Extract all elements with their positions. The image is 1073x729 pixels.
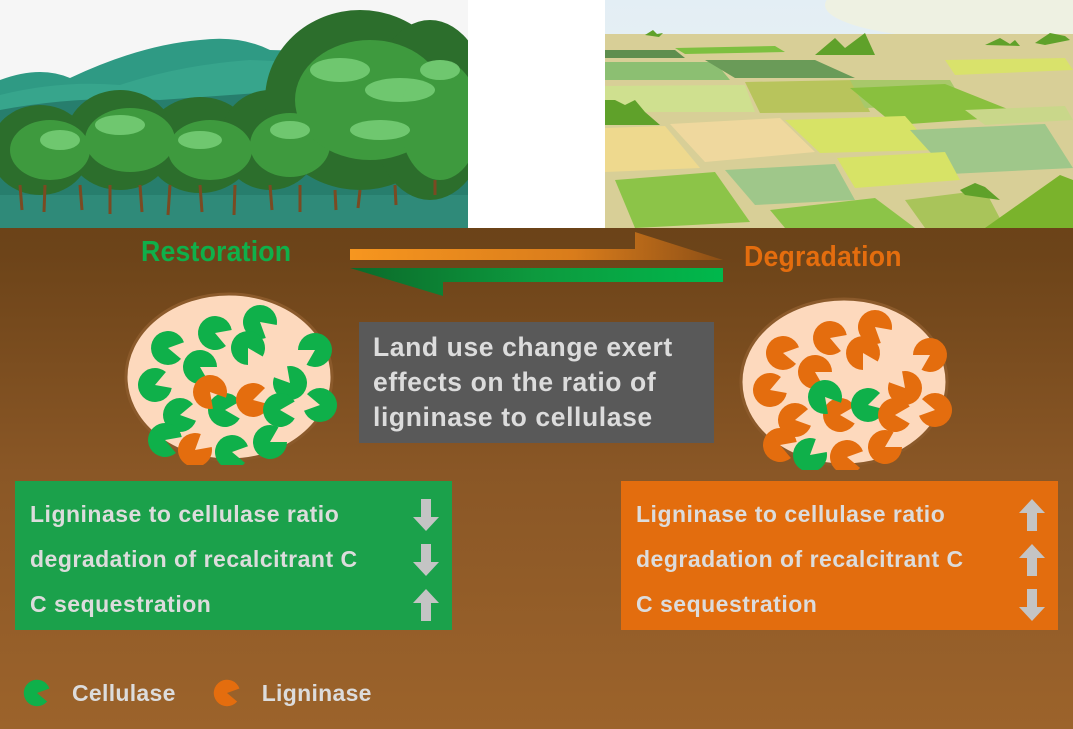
trend-up [1018,498,1046,532]
ligninase-enzyme [192,374,227,409]
cellulase-enzyme [262,393,295,427]
center-text-line: effects on the ratio of [373,367,657,397]
ligninase-enzyme [877,398,910,432]
dish-restoration [124,292,338,465]
cellulase-enzyme [137,367,172,402]
cellulase-enzyme [150,331,184,366]
cellulase-enzyme [807,379,842,414]
arrow-down-icon [413,498,439,531]
dish-degradation [739,297,953,470]
cellulase-enzyme [298,332,332,367]
ligninase-enzyme [888,371,923,406]
effect-row: Ligninase to cellulase ratio [636,492,1046,537]
effect-row: Ligninase to cellulase ratio [30,492,440,537]
cellulase-enzyme [850,388,885,423]
ligninase-enzyme [919,392,953,427]
arrow-to-restoration [350,268,723,296]
effect-row: degradation of recalcitrant C [636,537,1046,582]
legend-label: Ligninase [261,679,372,706]
trend-down [1018,588,1046,622]
cellulase-enzyme [215,435,248,465]
ligninase-enzyme [765,336,799,371]
ligninase-enzyme [178,433,212,465]
legend-item-cellulase: Cellulase [22,676,176,710]
effect-label: degradation of recalcitrant C [30,546,358,572]
cellulase-enzyme [273,366,308,401]
effect-label: Ligninase to cellulase ratio [30,501,340,527]
effect-row: C sequestration [636,582,1046,627]
effect-row: C sequestration [30,582,440,627]
ligninase-enzyme [235,383,270,418]
legend: Cellulase Ligninase [22,676,408,710]
degradation-label: Degradation [744,241,902,273]
ligninase-enzyme [762,428,797,463]
pacman-orange-icon [213,679,240,707]
cellulase-enzyme [253,425,287,460]
ligninase-enzyme [868,430,902,465]
arrow-to-degradation [350,232,723,260]
trend-up [1018,543,1046,577]
farmland-scene [605,0,1073,228]
legend-item-ligninase: Ligninase [212,676,372,710]
ligninase-enzyme [777,402,811,437]
restoration-label: Restoration [141,236,292,268]
arrow-up-icon [413,588,439,621]
center-description-box: Land use change exert effects on the rat… [359,322,714,443]
cellulase-enzyme [162,397,196,432]
cellulase-enzyme [230,331,265,365]
effect-label: C sequestration [636,591,818,617]
cellulase-enzyme [197,316,232,351]
ligninase-enzyme [752,372,787,407]
ligninase-enzyme [812,321,847,356]
ligninase-enzyme [845,336,880,370]
farmland-illustration [605,0,1073,228]
cellulase-enzyme [183,349,217,384]
ligninase-enzyme [822,398,855,432]
cellulase-enzyme [304,387,338,422]
center-text-line: ligninase to cellulase [373,402,653,432]
arrow-down-icon [413,543,439,576]
trend-up [412,588,440,622]
effect-label: degradation of recalcitrant C [636,546,964,572]
transition-arrows [350,232,723,296]
effect-label: C sequestration [30,591,212,617]
arrow-up-icon [1019,543,1045,576]
forest-scene [0,0,468,228]
ligninase-enzyme [857,309,892,344]
trend-down [412,498,440,532]
trend-down [412,543,440,577]
center-text-line: Land use change exert [373,332,673,362]
cellulase-enzyme [242,304,277,339]
ligninase-enzyme [798,354,832,389]
cellulase-enzyme [207,393,240,427]
pacman-green-icon [23,679,50,707]
cellulase-enzyme [147,423,182,458]
ligninase-enzyme [913,337,947,372]
effect-row: degradation of recalcitrant C [30,537,440,582]
effect-label: Ligninase to cellulase ratio [636,501,946,527]
arrow-down-icon [1019,588,1045,621]
ligninase-enzyme [830,440,863,470]
forest-illustration [0,0,468,228]
legend-label: Cellulase [72,679,176,706]
degradation-effects-panel: Ligninase to cellulase ratio degradation… [621,481,1058,630]
restoration-effects-panel: Ligninase to cellulase ratio degradation… [15,481,452,630]
cellulase-enzyme [793,438,827,470]
arrow-up-icon [1019,498,1045,531]
